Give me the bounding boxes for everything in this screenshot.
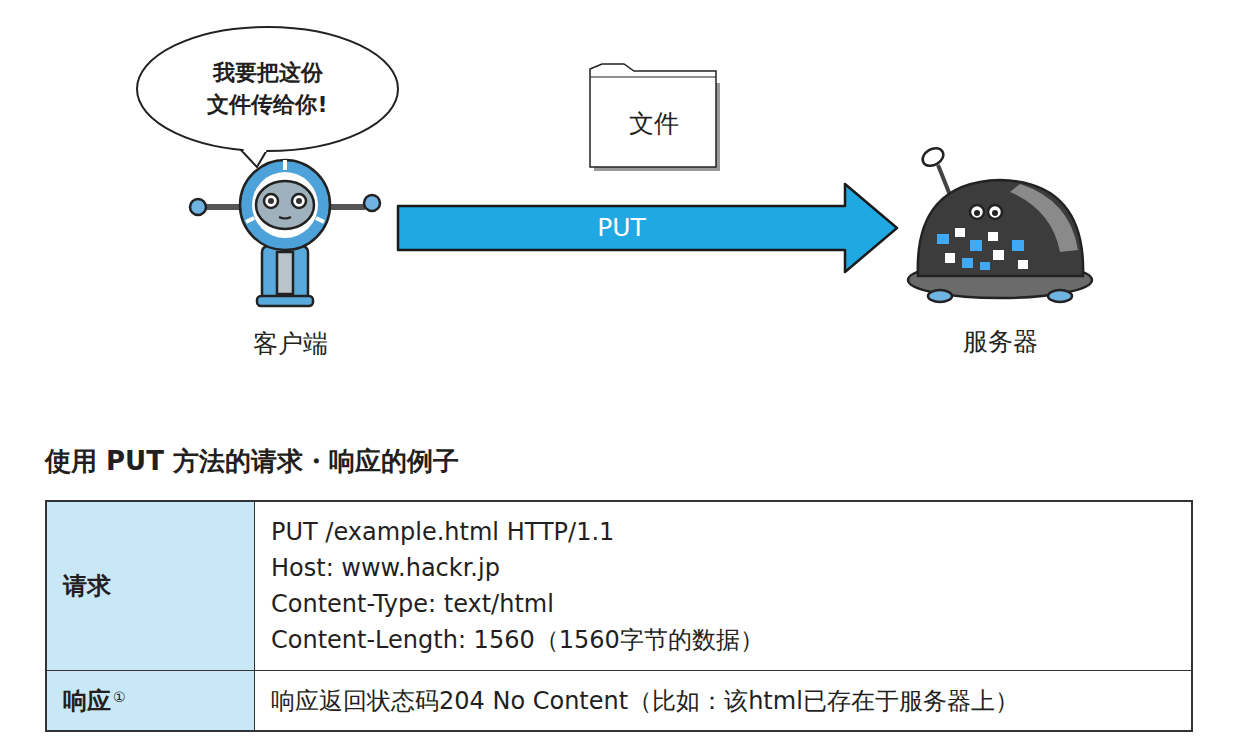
node-text: 文件 xyxy=(629,106,679,142)
node-text: 我要把这份 文件传给你! xyxy=(178,57,358,121)
bubble-outline xyxy=(135,25,400,153)
table-row: 请求 PUT /example.html HTTP/1.1Host: www.ha… xyxy=(47,502,1191,671)
speech-bubble: 我要把这份 文件传给你! xyxy=(135,25,400,153)
header-cell: 请求 xyxy=(47,502,255,670)
request-line: Content-Type: text/html xyxy=(271,586,1175,622)
node-text: 服务器 xyxy=(963,324,1038,360)
bubble-join xyxy=(244,146,267,152)
row-header: 请求 xyxy=(63,570,111,602)
request-line: Host: www.hackr.jp xyxy=(271,550,1175,586)
response-line: 响应返回状态码204 No Content（比如：该html已存在于服务器上） xyxy=(271,683,1175,719)
client-robot xyxy=(190,160,380,306)
server-figure: 服务器 xyxy=(900,135,1100,360)
row-header: 响应 xyxy=(63,687,111,715)
title: 使用 PUT 方法的请求・响应的例子 xyxy=(45,444,459,479)
file-tab-line xyxy=(590,76,716,77)
file-shape xyxy=(590,64,716,167)
content-cell: PUT /example.html HTTP/1.1Host: www.hack… xyxy=(255,502,1191,670)
content-cell: 响应返回状态码204 No Content（比如：该html已存在于服务器上） xyxy=(255,671,1191,730)
request-line: Content-Length: 1560（1560字节的数据） xyxy=(271,622,1175,658)
example-table: 请求 PUT /example.html HTTP/1.1Host: www.ha… xyxy=(45,500,1193,732)
client-figure: 客户端 xyxy=(185,140,395,362)
file-icon: 文件 xyxy=(588,63,720,171)
arrow-band xyxy=(398,184,897,272)
node-text: 客户端 xyxy=(253,326,328,362)
request-line: PUT /example.html HTTP/1.1 xyxy=(271,514,1175,550)
arrow-label: PUT xyxy=(593,213,650,243)
row-header-wrap: 响应① xyxy=(63,685,126,717)
bubble-shape xyxy=(137,27,398,151)
server-robot xyxy=(908,145,1092,302)
table-row: 响应① 响应返回状态码204 No Content（比如：该html已存在于服务器… xyxy=(47,671,1191,730)
footnote-number: ① xyxy=(113,689,126,705)
header-cell: 响应① xyxy=(47,671,255,730)
